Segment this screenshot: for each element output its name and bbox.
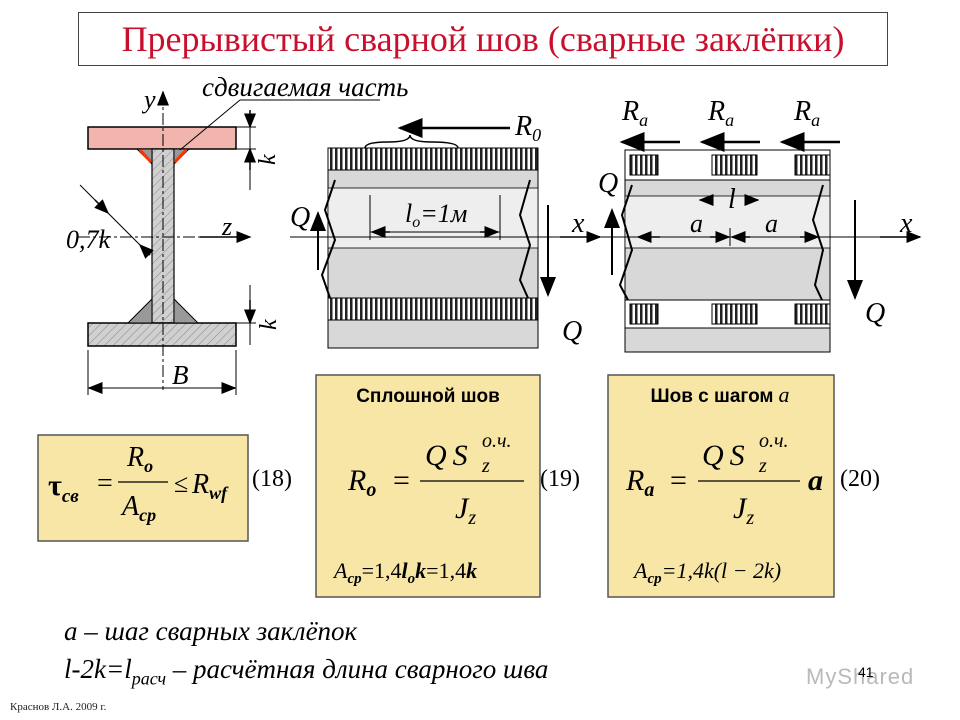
eq-number-20: (20) (840, 466, 880, 492)
f19-sup: о.ч. (482, 430, 512, 452)
f18-numerator: Ro (126, 442, 153, 476)
weld-leg-label: 0,7k (66, 225, 111, 254)
y-axis-label: y (141, 85, 156, 114)
l-label: l (728, 184, 736, 215)
q-right-label: Q (562, 316, 582, 347)
a-label-2: a (765, 209, 778, 238)
svg-text:=: = (97, 468, 113, 499)
footer-line-2-end: – расчётная длина сварного шва (166, 654, 549, 684)
bottom-flange (87, 322, 237, 347)
k-bottom-label: k (256, 319, 282, 330)
ra-label-1: Ra (621, 96, 648, 130)
weld-segment (711, 154, 758, 176)
shift-part-label: сдвигаемая часть (202, 72, 408, 102)
q-bottom-label: Q (865, 298, 885, 329)
top-flange (87, 126, 237, 150)
svg-text:=: = (670, 464, 687, 497)
weld-segment (629, 154, 659, 176)
q-top-label: Q (598, 168, 618, 199)
f18-rhs: Rwf (191, 469, 229, 503)
i-beam-section: y z сдвигаемая часть k k 0,7k B (66, 72, 408, 395)
x-label-middle: x (571, 208, 585, 239)
intermittent-weld-beam: Ra Ra Ra Q Q x l a a (598, 96, 922, 353)
f19-denominator: Jz (455, 492, 476, 529)
f20-denominator: Jz (733, 492, 754, 529)
weld-segment (629, 303, 659, 325)
eq-number-18: (18) (252, 466, 292, 492)
f19-lhs: Ro (347, 464, 376, 501)
footer-line-1: a – шаг сварных заклёпок (64, 616, 358, 646)
svg-text:=: = (393, 464, 410, 497)
eq-number-19: (19) (540, 466, 580, 492)
weld-segment (794, 303, 831, 325)
a-label-1: a (690, 209, 703, 238)
svg-text:≤: ≤ (174, 469, 188, 498)
f20-area: Aср=1,4k(l − 2k) (632, 558, 781, 587)
continuous-weld-beam: R0 Q Q x lo=1м (290, 111, 602, 349)
author-credit: Краснов Л.А. 2009 г. (10, 701, 107, 713)
tau-symbol: τсв (48, 469, 79, 507)
bottom-weld-left (126, 297, 153, 324)
z-axis-label: z (221, 212, 232, 241)
q-left-label: Q (290, 202, 310, 233)
formula-18: τсв = Ro Aср ≤ Rwf (37, 434, 249, 542)
f20-mult: a (808, 464, 823, 497)
title-box: Прерывистый сварной шов (сварные заклёпк… (78, 12, 888, 66)
f20-lhs: Ra (625, 464, 654, 501)
page-number: 41 (858, 664, 874, 680)
slide-title: Прерывистый сварной шов (сварные заклёпк… (121, 19, 845, 59)
footer-line-2: l-2k=lрасч – расчётная длина сварного шв… (64, 654, 548, 689)
watermark: MyShared (806, 664, 915, 689)
bottom-weld-hatch (327, 297, 539, 321)
bottom-weld-right (173, 297, 200, 324)
k-top-label: k (255, 154, 281, 165)
f19-sub: z (481, 455, 490, 477)
x-label-right: x (899, 208, 913, 239)
lo-label: lo=1м (405, 199, 467, 231)
f19-area: Aср=1,4lok=1,4k (332, 558, 477, 587)
ra-label-3: Ra (793, 96, 820, 130)
ra-label-2: Ra (707, 96, 734, 130)
weld-segment (794, 154, 831, 176)
f20-sup: о.ч. (759, 430, 789, 452)
box19-label: Сплошной шов (356, 386, 500, 407)
footer-line-2-start: l-2k=l (64, 654, 132, 684)
f20-sub: z (758, 455, 767, 477)
r0-label: R0 (514, 111, 541, 145)
f18-denominator: Aср (120, 491, 156, 525)
width-label: B (172, 360, 189, 390)
footer-line-2-sub: расч (131, 668, 167, 689)
weld-segment (711, 303, 758, 325)
top-weld-hatch (327, 147, 539, 171)
